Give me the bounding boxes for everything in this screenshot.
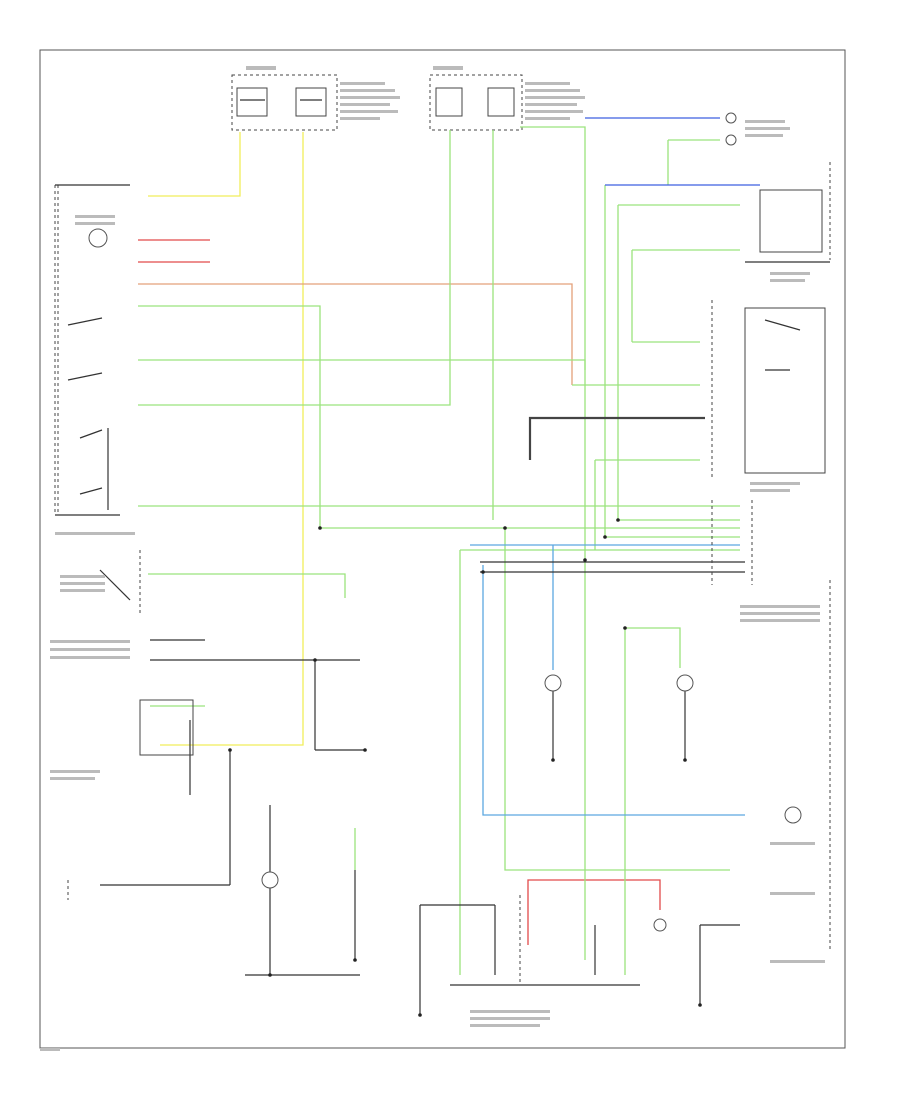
- yellow-wires: [148, 132, 304, 746]
- terminal-points: [228, 518, 702, 1017]
- turn-signal-module-upper: [725, 112, 831, 282]
- ground-wires: [100, 416, 745, 1015]
- combination-switch: [54, 184, 135, 535]
- orange-wire: [138, 283, 573, 385]
- left-lower-switch-block: [40, 550, 194, 1051]
- cruise-indicator-lamp: [88, 228, 108, 248]
- light-blue-wires: [470, 544, 745, 816]
- fuse-box-left-text: [246, 66, 400, 120]
- fuse-box-right: [429, 66, 585, 131]
- diagram-frame: [39, 49, 846, 1049]
- green-wires: [138, 126, 740, 975]
- turn-signal-module-lower: [711, 300, 826, 492]
- license-lamp: [261, 871, 279, 889]
- tail-light-connector: [450, 895, 640, 1027]
- left-rear-lamp: [544, 674, 562, 692]
- fuse-box-right-text: [433, 66, 585, 120]
- fuse-box-left: [231, 66, 400, 131]
- blue-wires: [585, 117, 760, 186]
- red-wires: [138, 239, 661, 945]
- right-rear-lamp: [676, 674, 694, 692]
- brake-lamp: [653, 918, 667, 932]
- body-harness-connector: [711, 500, 831, 963]
